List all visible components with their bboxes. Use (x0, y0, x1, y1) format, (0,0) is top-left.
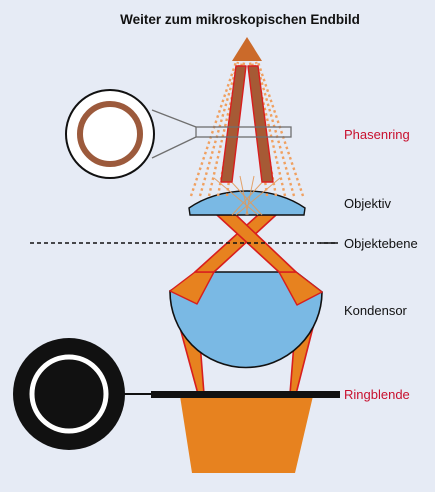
right-direct-light-beam (247, 65, 274, 183)
label-objektiv: Objektiv (344, 196, 391, 211)
ring-diaphragm-bar (151, 391, 340, 398)
phase-ring-icon (77, 101, 143, 167)
diffracted-light-rays (189, 61, 305, 197)
condenser-lens (169, 271, 323, 369)
left-direct-light-beam (220, 65, 247, 183)
phase-ring-connector-top (151, 109, 197, 128)
label-kondensor: Kondensor (344, 303, 408, 318)
diagram-title: Weiter zum mikroskopischen Endbild (120, 12, 360, 27)
label-ringblende: Ringblende (344, 387, 410, 402)
label-objektebene: Objektebene (344, 236, 418, 251)
phase-ring-connector-bottom (151, 136, 197, 159)
ring-diaphragm-inset (13, 338, 125, 450)
illumination-beam (180, 396, 313, 473)
label-phasenring: Phasenring (344, 127, 410, 142)
image-arrow-tip (232, 37, 262, 61)
phase-ring-plate (195, 126, 292, 138)
ring-diaphragm-icon (29, 354, 109, 434)
